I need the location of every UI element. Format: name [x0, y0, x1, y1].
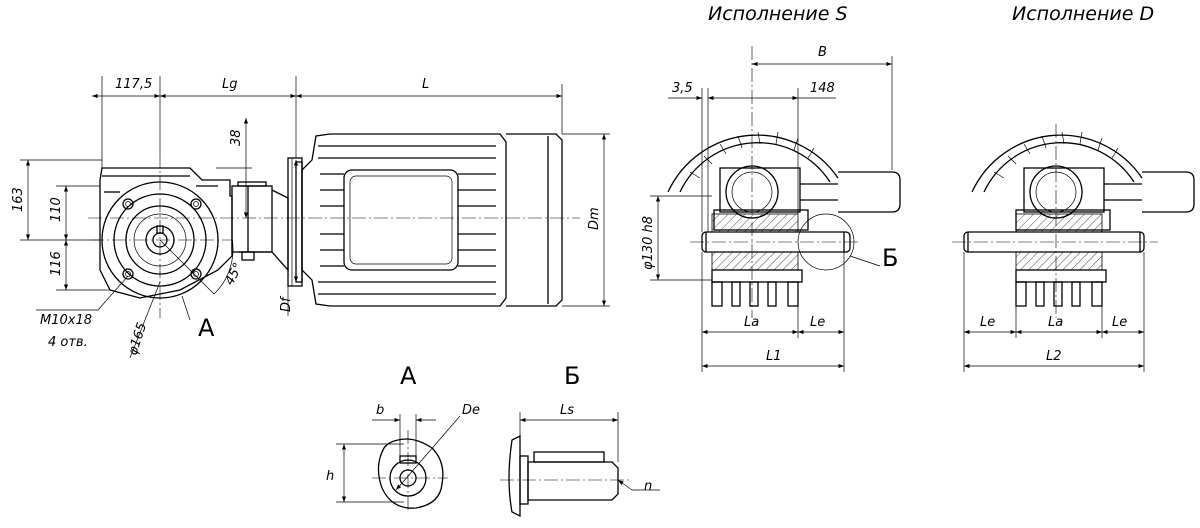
holes-label: 4 отв.	[48, 335, 88, 350]
main-view: 117,5 Lg L 38 163 110 116 45° Df Dm	[11, 76, 610, 359]
dim-le-s: Le	[810, 315, 825, 330]
dim-b-large: B	[818, 45, 827, 60]
dim-148: 148	[810, 81, 835, 96]
variant-s-title: Исполнение S	[708, 3, 848, 25]
dim-la-s: La	[744, 315, 759, 330]
thread-label: M10x18	[40, 313, 92, 328]
dim-l1: L1	[766, 349, 782, 364]
gearbox-housing	[99, 167, 233, 299]
dim-le-d-right: Le	[1112, 315, 1127, 330]
variant-d-view: Исполнение D	[952, 3, 1195, 372]
dim-45-deg: 45°	[222, 260, 246, 287]
variant-s-view: Исполнение S	[641, 3, 901, 372]
dim-phi130h8: φ130 h8	[641, 216, 656, 270]
view-marker-b: Б	[882, 244, 898, 272]
detail-a-title: A	[400, 362, 417, 390]
dim-163: 163	[11, 187, 26, 212]
dim-38: 38	[229, 129, 244, 146]
view-marker-a: A	[198, 314, 215, 342]
dim-ls: Ls	[560, 403, 574, 418]
dim-le-d-left: Le	[980, 315, 995, 330]
variant-d-title: Исполнение D	[1012, 3, 1154, 25]
dim-h: h	[326, 469, 334, 484]
dim-la-d: La	[1048, 315, 1063, 330]
dim-l: L	[422, 77, 429, 92]
detail-view-a: A b De h	[326, 362, 480, 512]
dim-n: n	[644, 479, 652, 494]
dim-3-5: 3,5	[672, 81, 693, 96]
dim-de: De	[462, 403, 480, 418]
motor-flange	[287, 157, 303, 287]
dim-110: 110	[49, 197, 64, 222]
detail-b-title: Б	[564, 362, 580, 390]
dim-phi165: φ165	[126, 321, 151, 357]
motor-body	[301, 133, 563, 307]
dim-df: Df	[279, 295, 294, 312]
adaptor-section	[231, 181, 289, 272]
dim-dm: Dm	[587, 207, 602, 230]
dim-b-small: b	[376, 403, 384, 418]
dim-lg: Lg	[222, 77, 238, 92]
dim-117-5: 117,5	[115, 77, 152, 92]
detail-view-b: Б Ls n	[500, 362, 660, 518]
dim-116: 116	[49, 251, 64, 276]
dim-l2: L2	[1046, 349, 1062, 364]
